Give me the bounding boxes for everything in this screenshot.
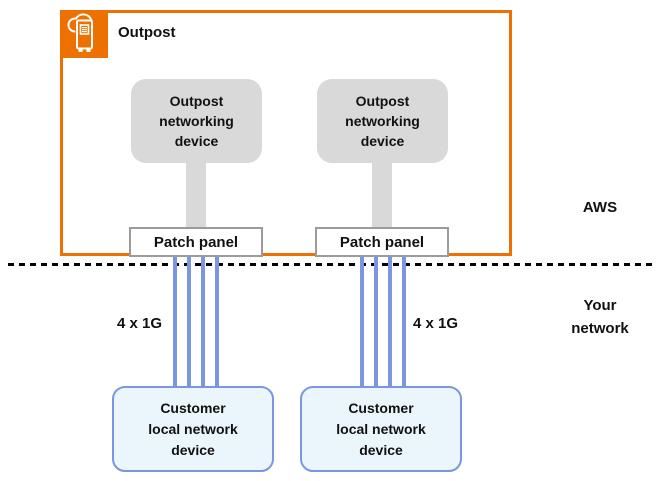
uplink-line [173,257,177,389]
patch-panel-box: Patch panel [129,227,263,257]
uplink-line [402,257,406,389]
customer-local-network-device-box: Customer local network device [112,386,274,472]
customer-local-network-device-box: Customer local network device [300,386,462,472]
your-network-zone-label: Your network [571,297,629,337]
uplink-line [374,257,378,389]
device-to-panel-connector [186,158,206,228]
uplink-line [215,257,219,389]
outpost-networking-device-box: Outpost networking device [317,79,448,163]
uplink-line [187,257,191,389]
uplink-line [360,257,364,389]
outpost-group-label: Outpost [118,24,176,41]
aws-outposts-icon [60,10,108,58]
device-to-panel-connector [372,158,392,228]
aws-customer-boundary-line [8,263,657,266]
aws-zone-label: AWS [582,199,618,216]
outpost-networking-device-box: Outpost networking device [131,79,262,163]
patch-panel-box: Patch panel [315,227,449,257]
uplink-line [388,257,392,389]
uplink-speed-label: 4 x 1G [413,315,459,332]
uplink-line [201,257,205,389]
uplink-speed-label: 4 x 1G [116,315,162,332]
